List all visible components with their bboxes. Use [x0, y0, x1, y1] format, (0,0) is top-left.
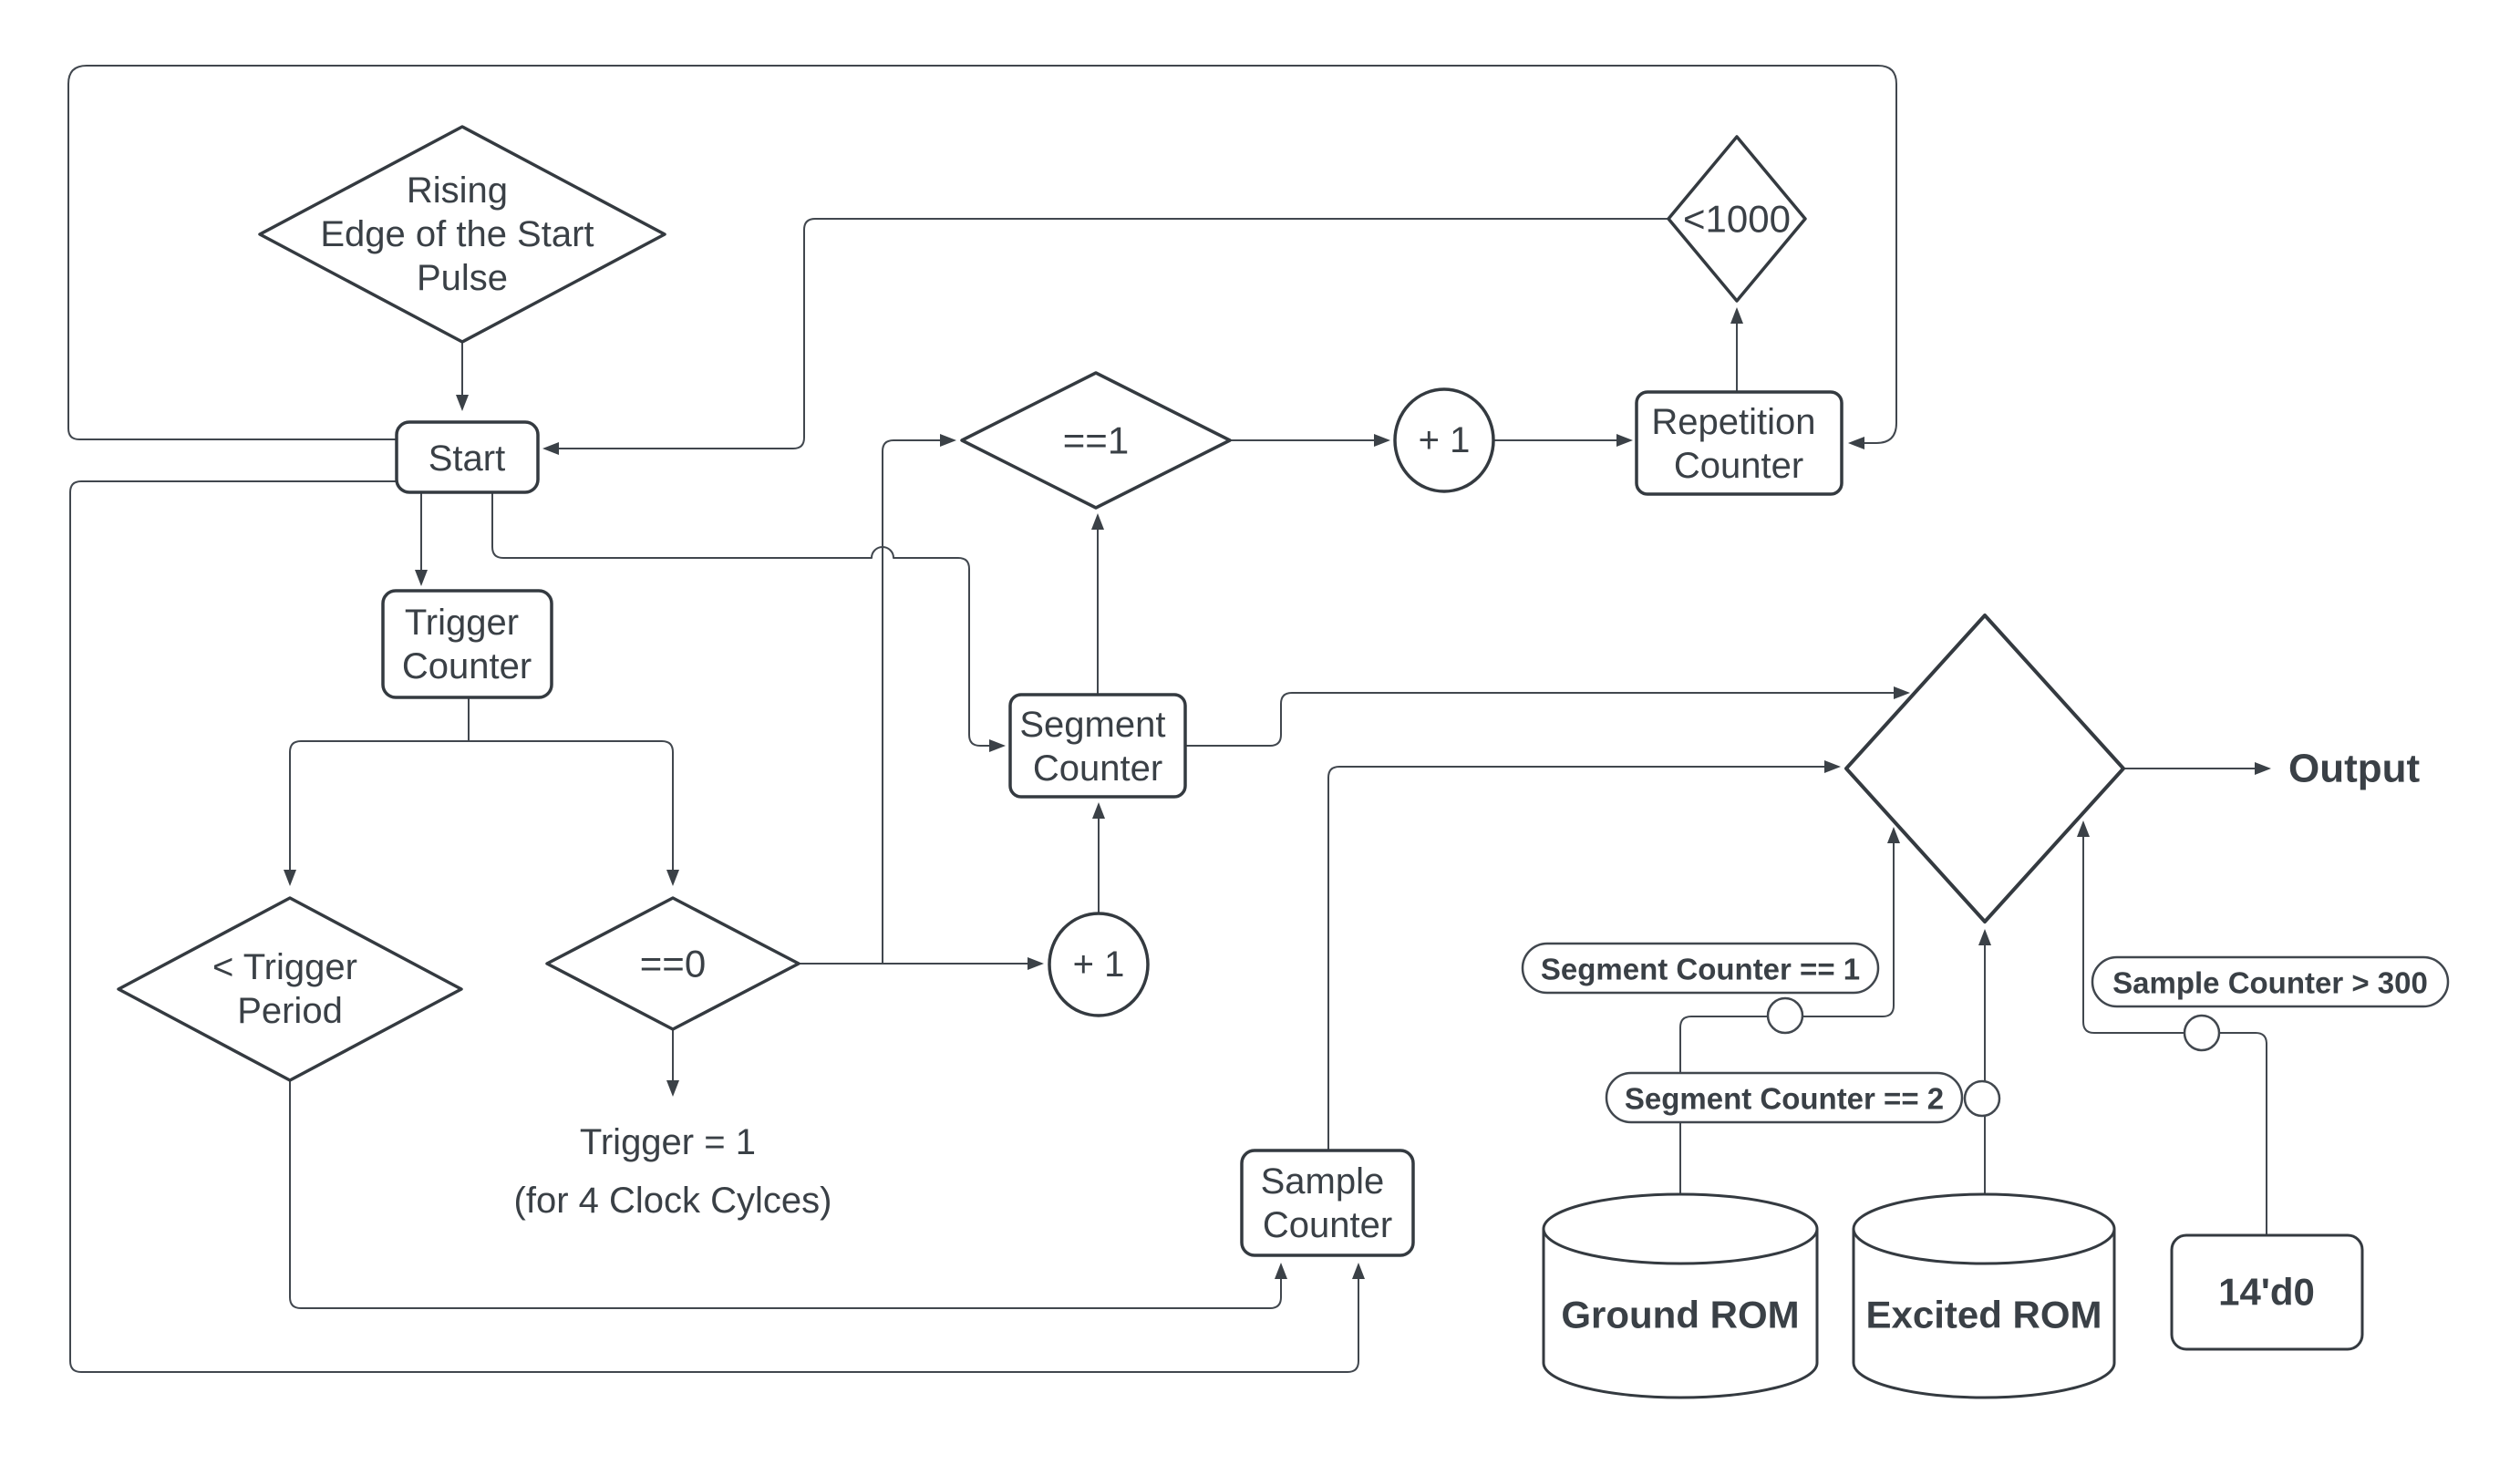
- segment-counter-label: Segment Counter: [1019, 705, 1175, 789]
- eq0-label: ==0: [640, 943, 706, 985]
- node-lt1000-decision: <1000: [1667, 135, 1807, 303]
- node-lt-trigger-period-decision: < Trigger Period: [117, 896, 463, 1082]
- wire-lt1000-to-start: [542, 218, 1668, 455]
- node-trigger-note: Trigger = 1 (for 4 Clock Cylces): [514, 1122, 832, 1221]
- node-plus1-bottom: + 1: [1048, 912, 1150, 1017]
- lt1000-label: <1000: [1683, 198, 1791, 241]
- wire-start-left-rail-to-sample-counter: [69, 480, 1365, 1373]
- trigger-counter-label: Trigger Counter: [402, 603, 532, 686]
- wire-junction-dot-segment-eq1: [1766, 996, 1804, 1035]
- node-segment-counter: Segment Counter: [1008, 693, 1187, 799]
- plus1-top-label: + 1: [1419, 420, 1471, 460]
- node-plus1-top: + 1: [1393, 387, 1495, 493]
- sample-gt-300-text: Sample Counter > 300: [2112, 966, 2428, 1000]
- wire-trigger-counter-to-eq0: [469, 740, 679, 886]
- node-rising-edge-decision: Rising Edge of the Start Pulse: [258, 125, 666, 344]
- node-eq1-decision: ==1: [960, 371, 1232, 510]
- excited-rom-label: Excited ROM: [1865, 1294, 2102, 1336]
- sample-counter-label: Sample Counter: [1261, 1161, 1395, 1245]
- node-start: Start: [395, 420, 540, 494]
- ground-rom-label: Ground ROM: [1561, 1294, 1799, 1336]
- wire-sample-counter-to-mux: [1327, 760, 1841, 1150]
- connector-wires: [67, 65, 2271, 1373]
- 14d0-label: 14'd0: [2218, 1271, 2315, 1314]
- node-trigger-counter: Trigger Counter: [381, 589, 553, 699]
- start-label: Start: [429, 438, 505, 479]
- lt-trigger-period-label: < Trigger Period: [212, 947, 367, 1031]
- node-14d0-constant: 14'd0: [2170, 1233, 2364, 1351]
- node-mux-decision: [1844, 614, 2125, 923]
- wire-start-outerloop-to-repetition-counter: [67, 65, 1897, 449]
- wire-start-to-segment-counter: [491, 492, 1006, 752]
- repetition-counter-label: Repetition Counter: [1651, 402, 1825, 486]
- node-excited-rom: Excited ROM: [1852, 1192, 2116, 1399]
- condition-label-segment-eq-1: Segment Counter == 1: [1521, 942, 1880, 995]
- segment-eq-2-text: Segment Counter == 2: [1625, 1082, 1944, 1116]
- condition-label-sample-gt-300: Sample Counter > 300: [2091, 955, 2450, 1008]
- plus1-bottom-label: + 1: [1073, 944, 1125, 985]
- wire-branch-to-eq1: [882, 434, 956, 964]
- eq1-label: ==1: [1063, 419, 1129, 462]
- node-ground-rom: Ground ROM: [1542, 1192, 1819, 1399]
- wire-14d0-to-mux: [2077, 820, 2267, 1235]
- wire-lt-trigger-period-to-sample-counter: [289, 1080, 1287, 1309]
- wire-segment-counter-to-mux: [1185, 686, 1910, 747]
- wire-junction-dot-segment-eq2: [1963, 1079, 2001, 1118]
- wire-junction-dot-sample-gt300: [2183, 1014, 2221, 1052]
- condition-label-segment-eq-2: Segment Counter == 2: [1605, 1071, 1964, 1124]
- trigger-note-label: Trigger = 1 (for 4 Clock Cylces): [514, 1122, 832, 1221]
- node-sample-counter: Sample Counter: [1240, 1149, 1415, 1257]
- rising-edge-label: Rising Edge of the Start Pulse: [320, 170, 604, 298]
- segment-eq-1-text: Segment Counter == 1: [1541, 953, 1860, 986]
- node-eq0-decision: ==0: [545, 896, 800, 1031]
- node-repetition-counter: Repetition Counter: [1635, 390, 1844, 496]
- output-label: Output: [2288, 747, 2421, 791]
- wire-trigger-counter-to-lt-trigger-period: [284, 740, 469, 886]
